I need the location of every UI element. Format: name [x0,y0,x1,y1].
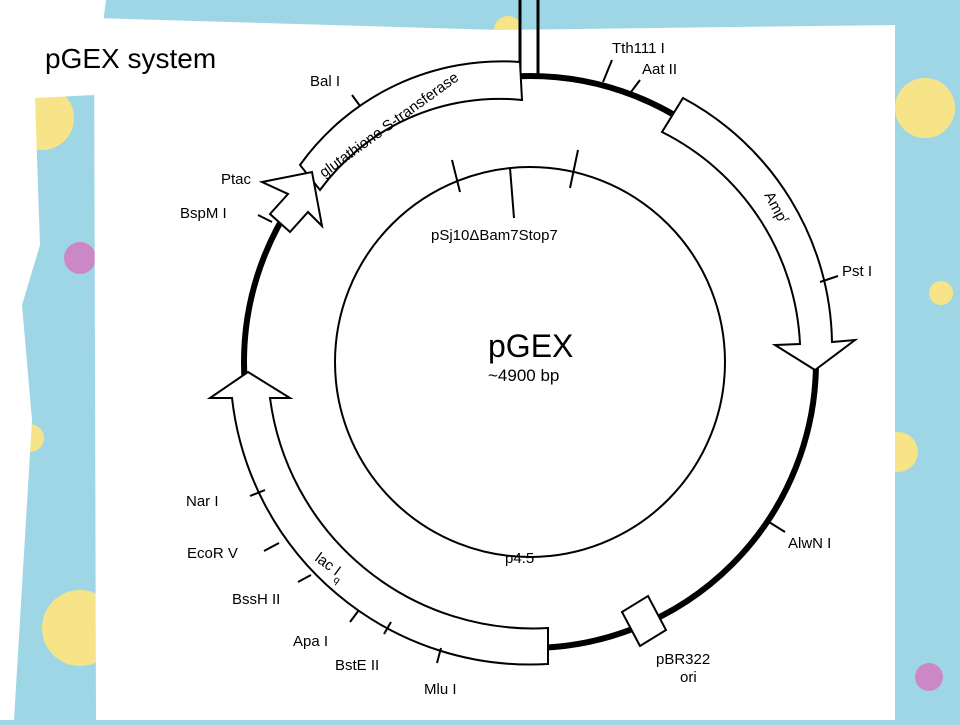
gst-arrow [298,60,524,192]
plasmid-name: pGEX [488,328,573,364]
site-bspmi: BspM I [180,205,227,222]
tick-ecorv [263,542,280,552]
site-ptac: Ptac [221,171,252,188]
site-mlui: Mlu I [424,681,457,698]
inner-bottom-label: p4.5 [505,550,534,567]
tick-bsshii [297,574,312,583]
ori-label-line2: ori [680,669,697,686]
site-alwni: AlwN I [788,535,831,552]
plasmid-map [206,0,859,666]
inner-tick-3 [569,149,579,189]
inner-tick-1 [451,159,461,193]
tick-aatii [630,79,641,93]
decor-dot-yellow-tr [895,78,955,138]
site-nari: Nar I [186,493,219,510]
site-bsshii: BssH II [232,591,280,608]
tick-psti [819,275,839,283]
amp-label-sup: r [781,216,793,225]
laci-arrow [206,370,549,666]
ori-box [620,594,668,648]
paper-panel-left [0,0,106,720]
site-tth111i: Tth111 I [612,40,665,57]
tick-apai [349,609,360,623]
ori-label-line1: pBR322 [656,651,710,668]
site-ecorv: EcoR V [187,545,238,562]
inner-tick-2 [509,167,515,219]
site-aatii: Aat II [642,61,677,78]
plasmid-size: ~4900 bp [488,366,559,385]
decor-dot-purple-left [64,242,96,274]
slide-title: pGEX system [45,43,217,74]
site-apai: Apa I [293,633,328,650]
site-psti: Pst I [842,263,872,280]
amp-arrow [660,96,859,372]
site-bsteii: BstE II [335,657,379,674]
tick-mlui [436,647,442,664]
tick-alwni [768,521,786,533]
tick-nari [249,489,266,497]
ptac-arrow [258,170,324,234]
laci-label-sup: q [331,575,342,587]
tick-bali [351,94,361,107]
inner-circle [334,166,726,558]
site-bali: Bal I [310,73,340,90]
tick-bsteii [383,621,392,635]
inner-top-label: pSj10ΔBam7Stop7 [431,227,558,244]
decor-dot-yellow-right [929,281,953,305]
tick-bspmi [257,214,273,223]
decor-dot-purple-br [915,663,943,691]
tick-tth111i [602,59,613,83]
